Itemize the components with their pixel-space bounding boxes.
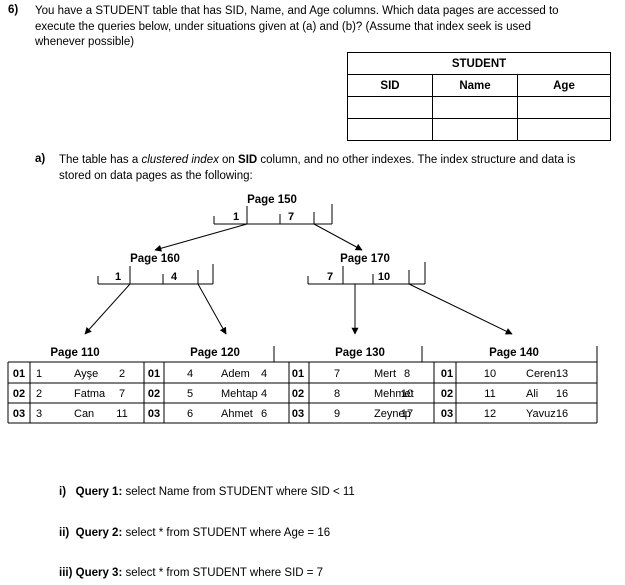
row-name: Mehtap xyxy=(221,388,258,400)
row-age: 4 xyxy=(261,368,267,380)
row-age: 16 xyxy=(556,408,568,420)
slot-number: 02 xyxy=(441,388,453,400)
right-to-page140-arrow xyxy=(408,283,513,335)
student-table-empty-row xyxy=(347,118,611,141)
row-age: 4 xyxy=(261,388,267,400)
row-name: Yavuz xyxy=(526,408,556,420)
query-1: i) Query 1: select Name from STUDENT whe… xyxy=(59,486,355,498)
column-header-sid: SID xyxy=(347,74,433,97)
slot-number: 03 xyxy=(148,408,160,420)
row-sid: 9 xyxy=(334,408,340,420)
data-page-title: Page 120 xyxy=(190,347,240,359)
query-3-name: Query 3: xyxy=(75,567,123,579)
row-age: 2 xyxy=(119,368,125,380)
query-3-label: iii) xyxy=(59,567,73,579)
query-2-name: Query 2: xyxy=(75,527,123,539)
row-sid: 6 xyxy=(187,408,193,420)
left-node-box xyxy=(97,264,214,285)
slot-number: 02 xyxy=(13,388,25,400)
row-sid: 3 xyxy=(36,408,42,420)
data-page-title: Page 140 xyxy=(489,347,539,359)
right-key-2: 10 xyxy=(378,271,390,283)
slot-number: 03 xyxy=(292,408,304,420)
row-name: Ayşe xyxy=(74,368,98,380)
row-age: 13 xyxy=(556,368,568,380)
query-2: ii) Query 2: select * from STUDENT where… xyxy=(59,527,330,539)
root-node-box xyxy=(213,204,333,225)
left-to-page110-arrow xyxy=(84,283,131,335)
query-3-sql: select * from STUDENT where SID = 7 xyxy=(122,567,324,579)
right-page-title: Page 170 xyxy=(340,253,390,265)
slot-number: 01 xyxy=(148,368,160,380)
part-a-label: a) xyxy=(35,153,46,165)
query-2-label: ii) xyxy=(59,527,70,539)
question-line-1: You have a STUDENT table that has SID, N… xyxy=(35,5,559,17)
row-sid: 7 xyxy=(334,368,340,380)
query-3: iii) Query 3: select * from STUDENT wher… xyxy=(59,567,323,579)
query-2-sql: select * from STUDENT where Age = 16 xyxy=(122,527,331,539)
row-sid: 8 xyxy=(334,388,340,400)
row-sid: 10 xyxy=(484,368,496,380)
row-age: 8 xyxy=(404,368,410,380)
left-to-page120-arrow xyxy=(197,283,227,335)
row-sid: 11 xyxy=(484,388,495,400)
part-a-text: The table has a clustered index on SID c… xyxy=(59,153,615,184)
row-sid: 2 xyxy=(36,388,42,400)
right-node-box xyxy=(307,262,426,285)
row-name: Fatma xyxy=(74,388,106,400)
root-page-title: Page 150 xyxy=(247,194,297,206)
data-page-title: Page 110 xyxy=(50,347,99,359)
row-age: 6 xyxy=(261,408,267,420)
query-1-sql: select Name from STUDENT where SID < 11 xyxy=(122,486,355,498)
slot-number: 01 xyxy=(441,368,453,380)
student-table: STUDENT SID Name Age xyxy=(347,52,611,141)
row-age: 7 xyxy=(119,388,125,400)
root-to-left-arrow xyxy=(154,223,248,252)
row-age: 17 xyxy=(401,408,413,420)
question-number: 6) xyxy=(8,4,19,16)
data-page-title: Page 130 xyxy=(335,347,385,359)
row-name: Ali xyxy=(526,388,538,400)
part-a-line-1: The table has a clustered index on SID c… xyxy=(59,154,576,166)
root-key-2: 7 xyxy=(288,211,294,223)
question-line-3: whenever possible) xyxy=(35,36,135,48)
slot-number: 02 xyxy=(292,388,304,400)
slot-number: 03 xyxy=(13,408,25,420)
data-pages-grid xyxy=(7,346,598,424)
row-name: Adem xyxy=(221,368,250,380)
row-sid: 4 xyxy=(187,368,193,380)
root-key-1: 1 xyxy=(233,211,239,223)
query-1-name: Query 1: xyxy=(75,486,123,498)
question-text: You have a STUDENT table that has SID, N… xyxy=(35,4,615,51)
query-1-label: i) xyxy=(59,486,67,498)
row-sid: 1 xyxy=(36,368,42,380)
row-sid: 5 xyxy=(187,388,193,400)
left-page-title: Page 160 xyxy=(130,253,180,265)
slot-number: 03 xyxy=(441,408,453,420)
question-line-2: execute the queries below, under situati… xyxy=(35,20,532,33)
row-name: Zeynep xyxy=(374,408,411,420)
row-age: 10 xyxy=(401,388,413,400)
slot-number: 02 xyxy=(148,388,160,400)
row-age: 16 xyxy=(556,388,568,400)
row-name: Mehmet xyxy=(374,388,414,400)
slot-number: 01 xyxy=(292,368,304,380)
part-a-line-2: stored on data pages as the following: xyxy=(59,169,253,182)
row-name: Ceren xyxy=(526,368,556,380)
left-key-2: 4 xyxy=(171,271,178,283)
student-table-empty-row xyxy=(347,96,611,119)
row-sid: 12 xyxy=(484,408,496,420)
left-key-1: 1 xyxy=(115,271,121,283)
row-age: 11 xyxy=(116,408,127,420)
right-key-1: 7 xyxy=(327,271,333,283)
root-to-right-arrow xyxy=(313,223,363,251)
row-name: Mert xyxy=(374,368,396,380)
row-name: Ahmet xyxy=(221,408,253,420)
slot-number: 01 xyxy=(13,368,25,380)
row-name: Can xyxy=(74,408,94,420)
